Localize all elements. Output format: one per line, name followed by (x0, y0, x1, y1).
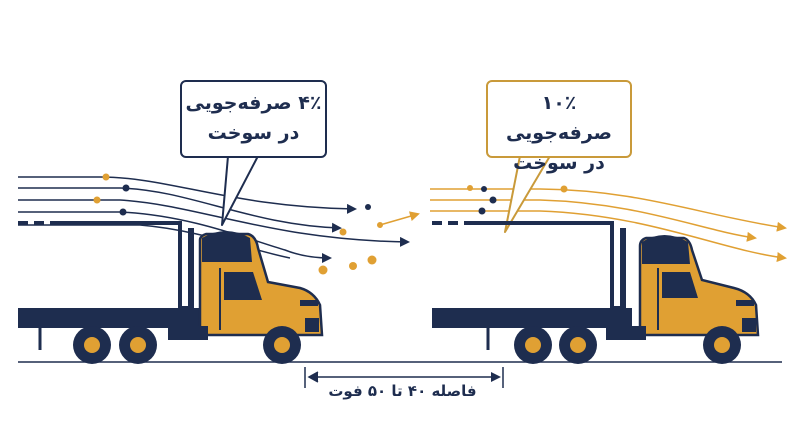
cab-wheel (263, 326, 301, 364)
callout-line-1: ۴٪ صرفه‌جویی (185, 92, 322, 114)
fuel-savings-callout-trailing: ۱۰٪ صرفه‌جویی در سوخت (486, 80, 632, 174)
callout-line-2: در سوخت (513, 152, 605, 174)
lead-truck (18, 221, 324, 364)
fuel-savings-callout-lead: ۴٪ صرفه‌جویی در سوخت (180, 80, 327, 158)
right-airflow-dots (467, 185, 568, 215)
distance-dimension (304, 367, 504, 388)
cab-wheel (703, 326, 741, 364)
callout-line-1: ۱۰٪ صرفه‌جویی (505, 92, 613, 144)
left-airflow-dots (93, 173, 383, 275)
distance-label: فاصله ۴۰ تا ۵۰ فوت (328, 382, 477, 400)
trailer-wheels (73, 326, 157, 364)
trailer-wheels (514, 326, 597, 364)
trailing-truck (432, 221, 760, 364)
callout-line-2: در سوخت (207, 122, 300, 144)
